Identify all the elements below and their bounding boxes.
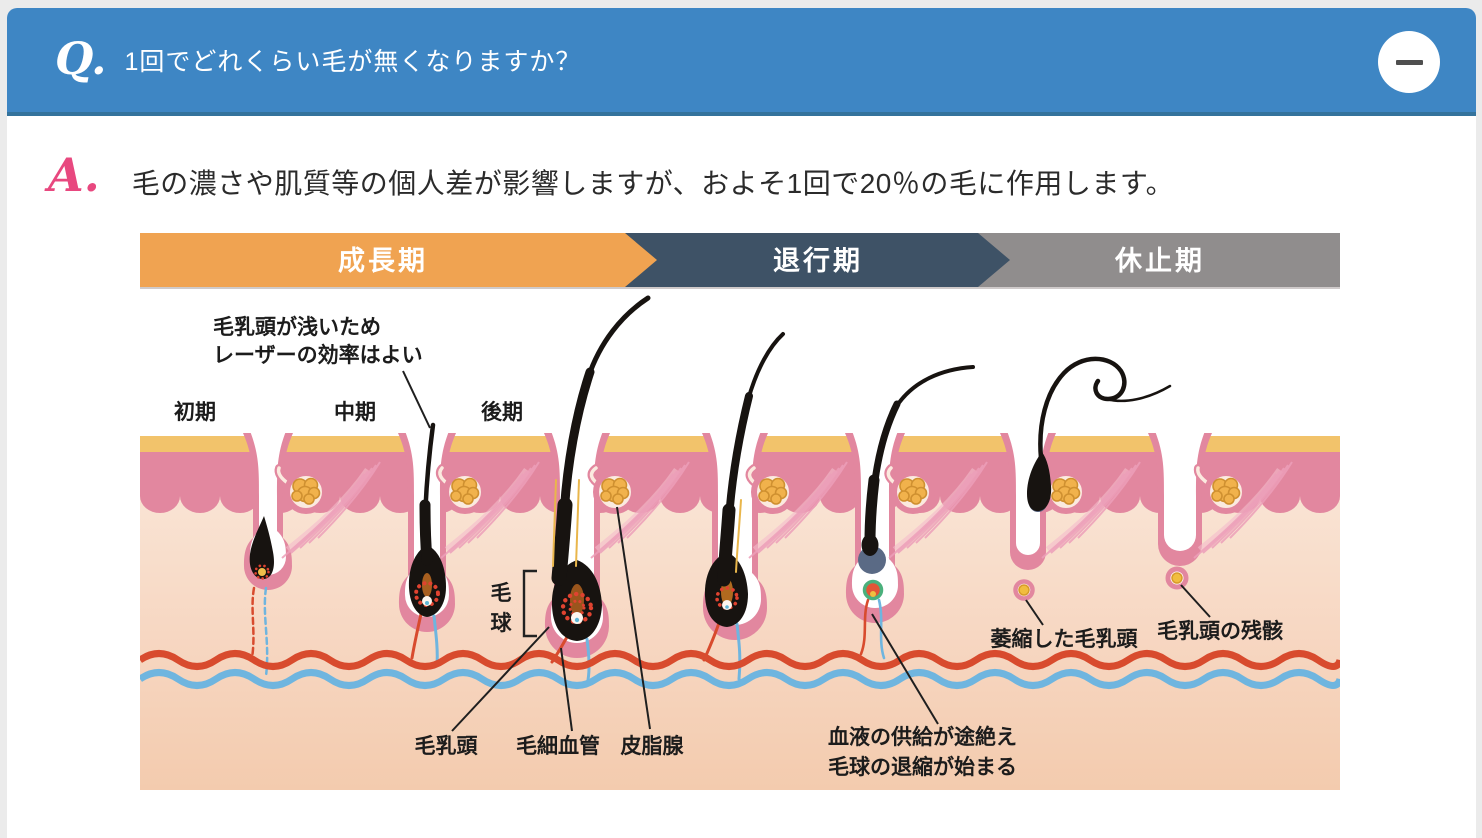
shrunken-papilla-label: 萎縮した毛乳頭 bbox=[990, 627, 1139, 651]
arrector-muscle-strand bbox=[617, 464, 686, 544]
arrector-muscle-strand bbox=[590, 473, 674, 559]
phase-label-telogen: 休止期 bbox=[1114, 246, 1205, 276]
bulb-label-char2: 球 bbox=[491, 612, 513, 635]
shrunken-papilla-pointer bbox=[1025, 599, 1044, 626]
faq-card: Q. 1回でどれくらい毛が無くなりますか？ A. 毛の濃さや肌質等の個人差が影響… bbox=[7, 8, 1476, 838]
arrector-muscle-strand bbox=[299, 467, 373, 549]
arrector-muscle-strand bbox=[1050, 470, 1129, 554]
question-prefix: Q. bbox=[55, 34, 107, 85]
capillary-pointer bbox=[560, 647, 573, 732]
stage-label-late: 後期 bbox=[481, 400, 523, 424]
answer-prefix: A. bbox=[48, 148, 100, 202]
phase-label-catagen: 退行期 bbox=[773, 245, 863, 276]
papilla-pointer bbox=[451, 626, 550, 732]
phase-arrow-telogen bbox=[978, 233, 1340, 287]
arrector-muscle-strand bbox=[757, 470, 836, 554]
phase-arrow-catagen bbox=[625, 233, 1010, 287]
laser-note-pointer bbox=[402, 370, 431, 429]
papilla-remnant-label: 毛乳頭の残骸 bbox=[1157, 619, 1283, 643]
answer-row: A. 毛の濃さや肌質等の個人差が影響しますが、およそ1回で20％の毛に作用します… bbox=[48, 152, 1476, 202]
annotations: 毛乳頭が浅いため レーザーの効率はよい 初期 中期 後期 毛 球 毛乳頭 毛細血… bbox=[174, 315, 1283, 779]
blood-vessel-red bbox=[138, 650, 1344, 670]
arrector-muscle-strand bbox=[626, 461, 690, 539]
collapse-button[interactable] bbox=[1378, 31, 1440, 93]
arrector-muscle-strand bbox=[1193, 473, 1277, 559]
arrector-muscle-strand bbox=[440, 473, 524, 559]
bulb-label-char1: 毛 bbox=[491, 582, 512, 605]
minus-icon bbox=[1395, 59, 1423, 65]
arrector-muscle-strand bbox=[766, 467, 840, 549]
papilla-label: 毛乳頭 bbox=[415, 734, 479, 758]
arrector-muscle-strand bbox=[1202, 470, 1281, 554]
catagen-note-line1: 血液の供給が途絶え bbox=[828, 725, 1017, 749]
bulb-early-anagen bbox=[249, 516, 274, 579]
arrector-muscle-strand bbox=[924, 461, 988, 539]
papilla-remnant-dot bbox=[1171, 572, 1183, 584]
answer-text: 毛の濃さや肌質等の個人差が影響しますが、およそ1回で20％の毛に作用します。 bbox=[131, 168, 1175, 199]
phase-arrow-anagen bbox=[140, 233, 657, 287]
papilla-remnant-pointer bbox=[1180, 584, 1211, 618]
arrector-muscle-strand bbox=[915, 464, 984, 544]
arrector-muscle-strand bbox=[748, 473, 832, 559]
arrector-muscle-strand bbox=[599, 470, 678, 554]
arrector-muscle-strand bbox=[290, 470, 369, 554]
arrector-muscle-strand bbox=[1077, 461, 1141, 539]
arrector-muscle-strand bbox=[888, 473, 972, 559]
arrector-muscle-strand bbox=[317, 461, 381, 539]
arrector-muscle-strand bbox=[458, 467, 532, 549]
laser-note-line1: 毛乳頭が浅いため bbox=[213, 315, 381, 339]
question-header[interactable]: Q. 1回でどれくらい毛が無くなりますか？ bbox=[7, 8, 1476, 116]
arrector-muscle-strand bbox=[608, 467, 682, 549]
stage-label-mid: 中期 bbox=[334, 401, 376, 424]
arrector-muscle-strand bbox=[897, 470, 976, 554]
hair-bulb-bracket bbox=[522, 569, 537, 638]
hair-cycle-svg: 成長期 退行期 休止期 bbox=[138, 233, 1344, 790]
catagen-note-pointer bbox=[871, 613, 939, 725]
arrector-muscle-strand bbox=[1220, 464, 1289, 544]
club-hair-root bbox=[1027, 452, 1052, 512]
catagen-note-line2: 毛球の退縮が始まる bbox=[828, 755, 1017, 779]
arrector-muscle-strand bbox=[449, 470, 528, 554]
arrector-muscle-strand bbox=[308, 464, 377, 544]
blood-vessel-blue bbox=[138, 669, 1344, 689]
arrector-muscle-strand bbox=[1068, 464, 1137, 544]
arrector-muscle-strand bbox=[775, 464, 844, 544]
arrector-muscle-strand bbox=[476, 461, 540, 539]
capillary-threads bbox=[250, 586, 886, 682]
arrector-muscle-strand bbox=[467, 464, 536, 544]
stage-label-early: 初期 bbox=[174, 400, 216, 424]
arrector-muscle-strand bbox=[281, 473, 365, 559]
hair-shafts bbox=[419, 295, 1172, 587]
arrector-muscle-strand bbox=[906, 467, 980, 549]
capillary-label: 毛細血管 bbox=[516, 734, 600, 758]
question-text: 1回でどれくらい毛が無くなりますか？ bbox=[124, 48, 582, 76]
laser-note-line2: レーザーの効率はよい bbox=[213, 343, 423, 367]
bulb-catagen bbox=[862, 579, 884, 601]
sebaceous-pointer bbox=[616, 506, 651, 730]
sebaceous-label: 皮脂腺 bbox=[621, 734, 685, 758]
arrector-pili-muscles bbox=[281, 461, 1293, 559]
arrector-muscle-strand bbox=[1229, 461, 1293, 539]
hair-cycle-diagram: 成長期 退行期 休止期 bbox=[138, 232, 1344, 792]
arrector-muscle-strand bbox=[784, 461, 848, 539]
follicle-channel bbox=[1155, 431, 1205, 551]
phase-banner: 成長期 退行期 休止期 bbox=[140, 233, 1340, 289]
arrector-muscle-strand bbox=[1041, 473, 1125, 559]
arrector-muscle-strand bbox=[1059, 467, 1133, 549]
sebaceous-glands bbox=[274, 464, 1248, 514]
shrunken-papilla-dot bbox=[1018, 584, 1030, 596]
phase-label-anagen: 成長期 bbox=[338, 246, 428, 276]
arrector-muscle-strand bbox=[1211, 467, 1285, 549]
